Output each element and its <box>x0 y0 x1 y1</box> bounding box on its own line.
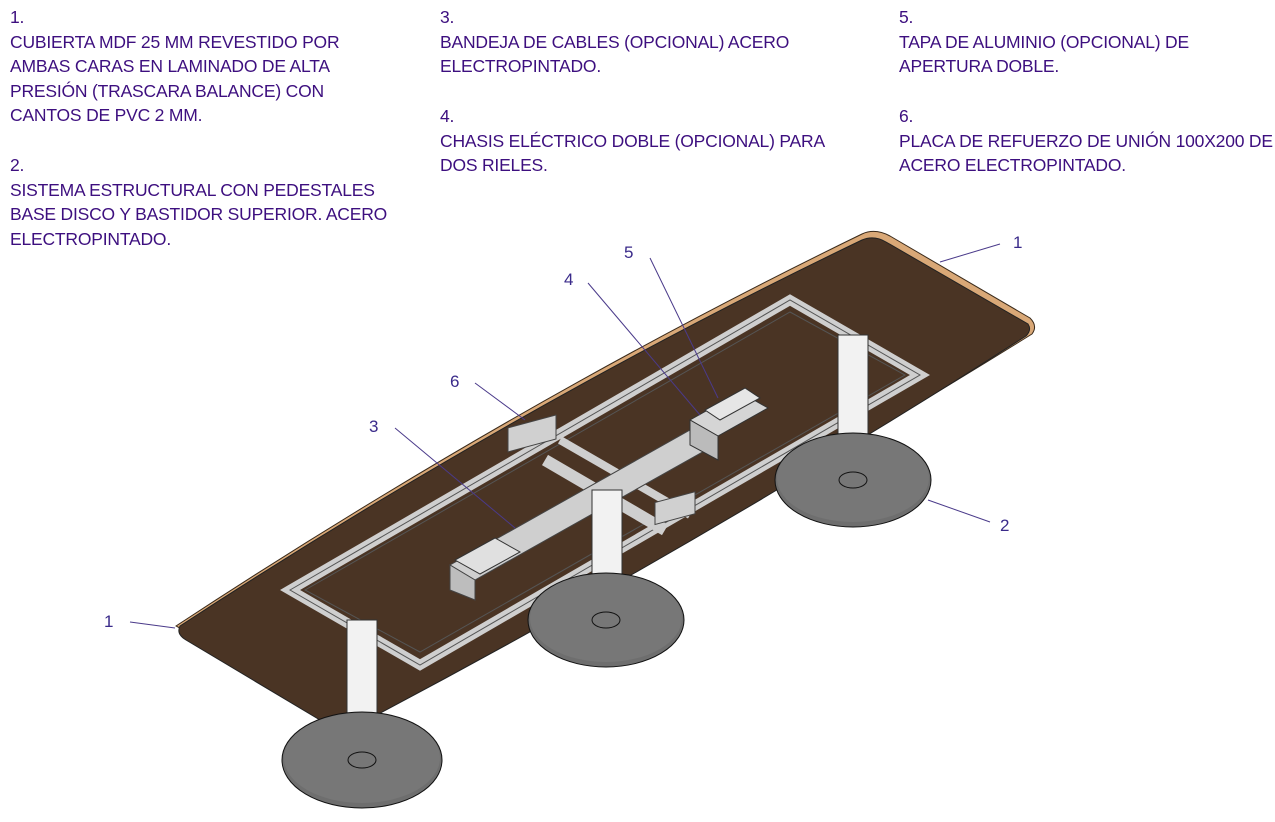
callout-1-right: 1 <box>1013 233 1022 252</box>
aluminium-cover <box>704 387 761 421</box>
reinforcement-plate <box>654 491 696 526</box>
callout-5: 5 <box>624 243 633 262</box>
note-line: BANDEJA DE CABLES (OPCIONAL) ACERO <box>440 31 790 52</box>
note-line: CHASIS ELÉCTRICO DOBLE (OPCIONAL) PARA <box>440 130 825 151</box>
note-number: 6. <box>899 106 914 126</box>
note-number: 4. <box>440 106 455 126</box>
note-line: ACERO ELECTROPINTADO. <box>899 155 1126 175</box>
callout-4: 4 <box>564 270 573 289</box>
note-line: ELECTROPINTADO. <box>440 56 602 76</box>
note-line: BASE DISCO Y BASTIDOR SUPERIOR. ACERO <box>10 204 388 224</box>
note-6: 6. PLACA DE REFUERZO DE UNIÓN 100X200 DE… <box>899 104 1273 178</box>
callout-3: 3 <box>369 417 378 436</box>
callout-6: 6 <box>450 372 459 391</box>
note-number: 5. <box>899 7 914 27</box>
note-line: AMBAS CARAS EN LAMINADO DE ALTA <box>10 56 330 76</box>
note-line: APERTURA DOBLE. <box>899 56 1060 76</box>
note-line: ELECTROPINTADO. <box>10 228 172 249</box>
note-1: 1. CUBIERTA MDF 25 MM REVESTIDO POR AMBA… <box>10 5 340 128</box>
note-4: 4. CHASIS ELÉCTRICO DOBLE (OPCIONAL) PAR… <box>440 104 825 178</box>
note-line: SISTEMA ESTRUCTURAL CON PEDESTALES <box>10 179 375 200</box>
note-line: TAPA DE ALUMINIO (OPCIONAL) DE <box>899 31 1189 52</box>
callout-1-left: 1 <box>104 612 113 631</box>
pedestal-left <box>281 619 443 809</box>
note-2: 2. SISTEMA ESTRUCTURAL CON PEDESTALES BA… <box>10 153 387 251</box>
note-line: DOS RIELES. <box>440 155 548 175</box>
pedestal-center <box>527 489 685 668</box>
note-line: CANTOS DE PVC 2 MM. <box>10 105 203 125</box>
note-number: 2. <box>10 155 25 175</box>
pedestal-right <box>774 334 932 528</box>
note-5: 5. TAPA DE ALUMINIO (OPCIONAL) DE APERTU… <box>899 5 1189 79</box>
note-number: 1. <box>10 7 25 27</box>
note-line: PRESIÓN (TRASCARA BALANCE) CON <box>10 80 324 101</box>
note-line: PLACA DE REFUERZO DE UNIÓN 100X200 DE <box>899 130 1273 151</box>
reinforcement-plate <box>507 414 557 453</box>
note-number: 3. <box>440 7 455 27</box>
note-line: CUBIERTA MDF 25 MM REVESTIDO POR <box>10 31 340 52</box>
callout-2: 2 <box>1000 516 1009 535</box>
note-3: 3. BANDEJA DE CABLES (OPCIONAL) ACERO EL… <box>440 5 789 79</box>
